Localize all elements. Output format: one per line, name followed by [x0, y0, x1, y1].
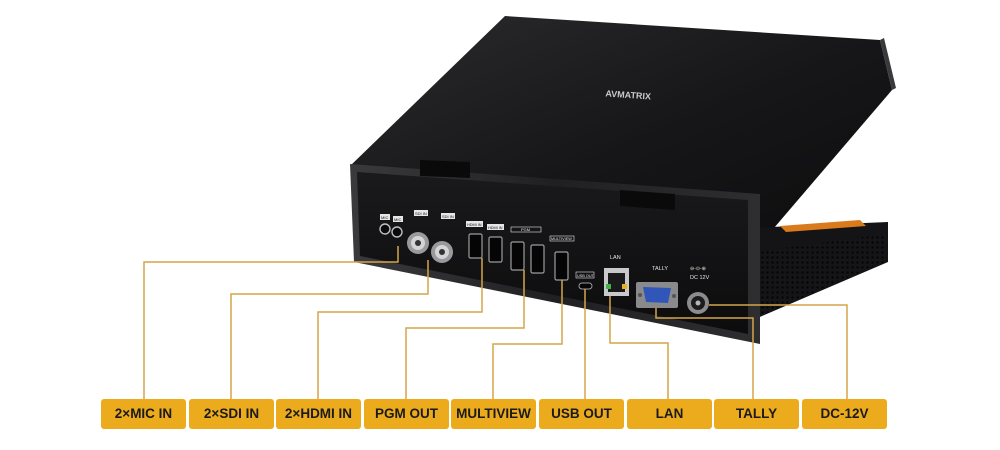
callout-tally: TALLY: [714, 399, 799, 429]
panel-label-usb-out: USB OUT: [577, 274, 595, 278]
panel-label-dc-symbol: ⊖-⊙-⊕: [690, 266, 706, 272]
control-surface-glimpse: [780, 220, 866, 232]
mic-jack-icon: [379, 223, 391, 235]
panel-silkscreen: MIC MIC SDI IN SDI IN HDMI IN HDMI IN PG…: [380, 210, 710, 281]
hdmi-port-icon: [530, 244, 545, 274]
leader-line-dc: [709, 304, 848, 399]
callout-mic-in: 2×MIC IN: [101, 399, 186, 429]
leader-line-pgm: [405, 270, 525, 399]
callout-pgm-out: PGM OUT: [364, 399, 449, 429]
panel-label-mic-1: MIC: [381, 215, 388, 220]
vent-grille-icon: [755, 234, 885, 318]
tally-connector-icon: [636, 282, 678, 308]
hdmi-port-icon: [554, 251, 569, 281]
panel-label-pgm: PGM: [521, 227, 530, 232]
callout-usb-out: USB OUT: [539, 399, 624, 429]
panel-label-mic-2: MIC: [394, 217, 401, 222]
hinge-left: [420, 160, 470, 178]
lid-edge: [880, 38, 896, 90]
panel-label-hdmi-1: HDMI IN: [467, 223, 482, 227]
callout-hdmi-in: 2×HDMI IN: [276, 399, 361, 429]
leader-line-hdmi: [317, 258, 483, 399]
leader-line-mic: [143, 246, 399, 399]
panel-label-multiview: MULTIVIEW: [551, 237, 572, 241]
callout-sdi-in: 2×SDI IN: [189, 399, 274, 429]
leader-line-multiview: [492, 280, 563, 399]
panel-label-tally: TALLY: [652, 266, 668, 272]
leader-lines: [143, 246, 848, 399]
panel-label-dc: DC 12V: [690, 275, 710, 281]
lan-port-icon: [604, 268, 629, 296]
dc-jack-icon: [687, 292, 709, 314]
hdmi-port-icon: [468, 233, 483, 259]
panel-label-lan: LAN: [610, 255, 621, 261]
callout-multiview: MULTIVIEW: [451, 399, 536, 429]
mic-jack-icon: [391, 226, 403, 238]
usb-c-port-icon: [578, 282, 593, 290]
hinge-right: [620, 190, 675, 210]
hdmi-port-icon: [488, 236, 503, 263]
bnc-connector-icon: [431, 241, 453, 263]
bnc-connector-icon: [407, 232, 429, 254]
panel-label-hdmi-2: HDMI IN: [488, 226, 503, 230]
leader-line-tally: [655, 308, 754, 399]
panel-label-sdi-2: SDI IN: [442, 214, 454, 219]
panel-label-sdi-1: SDI IN: [415, 211, 427, 216]
hdmi-port-icon: [510, 241, 525, 271]
leader-line-sdi: [230, 260, 429, 399]
callout-dc-12v: DC-12V: [802, 399, 887, 429]
callout-lan: LAN: [627, 399, 712, 429]
brand-logo: AVMATRIX: [605, 88, 651, 101]
leader-line-lan: [609, 296, 669, 399]
